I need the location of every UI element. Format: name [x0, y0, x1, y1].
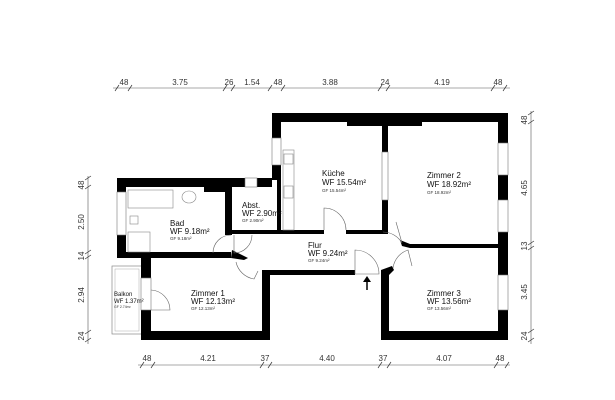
door-zimmer2: [382, 221, 403, 244]
room-name: Zimmer 3: [427, 289, 461, 298]
room-wf: WF 9.18m²: [170, 227, 210, 236]
room-gf: GF 18.92m²: [427, 190, 452, 195]
dim-label: 24: [520, 331, 529, 340]
dim-label: 48: [496, 354, 505, 363]
room-name: Abst.: [242, 201, 260, 210]
dim-label: 48: [143, 354, 152, 363]
room-gf: GF 13.56m²: [427, 306, 452, 311]
dim-label: 3.45: [520, 284, 529, 300]
dim-label: 4.21: [200, 354, 216, 363]
dimension-right: 48 4.65 13 3.45 24: [520, 110, 535, 344]
dim-label: 48: [494, 78, 503, 87]
dim-label: 26: [225, 78, 234, 87]
door-bad: [212, 234, 232, 254]
dim-label: 24: [381, 78, 390, 87]
dim-label: 3.75: [172, 78, 188, 87]
door-zimmer1: [235, 261, 259, 280]
room-wf: WF 18.92m²: [427, 180, 471, 189]
dim-label: 3.88: [322, 78, 338, 87]
balcony-outline: [111, 265, 143, 335]
dim-label: 1.54: [244, 78, 260, 87]
dim-label: 4.65: [520, 180, 529, 196]
fixtures: [127, 149, 295, 253]
door-balkon: [150, 289, 171, 311]
stove-icon: [283, 185, 294, 199]
room-bad: Bad WF 9.18m² GF 9.18m²: [170, 219, 210, 241]
room-name: Flur: [308, 241, 322, 250]
room-wf: WF 15.54m²: [322, 178, 366, 187]
sink-icon: [181, 190, 197, 204]
dim-label: 4.07: [436, 354, 452, 363]
room-name: Küche: [322, 169, 345, 178]
room-wf: WF 2.90m²: [242, 209, 282, 218]
room-gf: GF 2.90m²: [242, 218, 264, 223]
dim-label: 48: [520, 115, 529, 124]
dim-label: 4.40: [319, 354, 335, 363]
room-name: Zimmer 2: [427, 171, 461, 180]
dimension-left: 48 2.50 14 2.94 24: [77, 175, 92, 344]
room-gf: GF 15.54m²: [322, 188, 347, 193]
dim-label: 2.50: [77, 214, 86, 230]
room-gf: GF 9.18m²: [170, 236, 192, 241]
dim-label: 14: [77, 251, 86, 260]
dim-label: 4.19: [434, 78, 450, 87]
dim-label: 37: [261, 354, 270, 363]
room-name: Zimmer 1: [191, 289, 225, 298]
room-wf: WF 13.56m²: [427, 297, 471, 306]
dimension-top: 48 3.75 26 1.54 48 3.88 24 4.19 48: [113, 78, 510, 92]
room-zimmer2: Zimmer 2 WF 18.92m² GF 18.92m²: [427, 171, 471, 195]
door-kueche: [323, 207, 347, 231]
room-gf: GF 9.24m²: [308, 258, 330, 263]
toilet-icon: [129, 215, 139, 225]
dim-label: 37: [379, 354, 388, 363]
dim-label: 48: [274, 78, 283, 87]
room-zimmer1: Zimmer 1 WF 12.13m² GF 12.13m²: [191, 289, 235, 311]
bathtub-icon: [127, 189, 174, 209]
dim-label: 13: [520, 241, 529, 250]
room-kueche: Küche WF 15.54m² GF 15.54m²: [322, 169, 366, 193]
dim-label: 24: [77, 331, 86, 340]
arrow-up-icon: [363, 276, 371, 290]
room-gf: GF 2.74m²: [114, 305, 132, 309]
room-wf: WF 12.13m²: [191, 297, 235, 306]
door-zimmer3: [392, 249, 413, 269]
dim-label: 48: [120, 78, 129, 87]
room-abst: Abst. WF 2.90m² GF 2.90m²: [242, 201, 282, 223]
dim-label: 48: [77, 180, 86, 189]
room-wf: WF 9.24m²: [308, 249, 348, 258]
room-name: Balkon: [114, 292, 132, 298]
room-balkon: Balkon WF 1.37m² GF 2.74m²: [114, 292, 144, 309]
kitchen-sink-icon: [283, 153, 294, 165]
room-name: Bad: [170, 219, 184, 228]
dim-label: 2.94: [77, 287, 86, 303]
doors: [150, 207, 413, 311]
room-wf: WF 1.37m²: [114, 299, 144, 305]
door-entrance: [354, 249, 380, 275]
dimension-bottom: 48 4.21 37 4.40 37 4.07 48: [138, 354, 510, 369]
shower-icon: [127, 231, 151, 253]
room-flur: Flur WF 9.24m² GF 9.24m²: [308, 241, 348, 263]
windows: [116, 137, 509, 311]
door-abst: [233, 234, 253, 254]
room-gf: GF 12.13m²: [191, 306, 216, 311]
room-zimmer3: Zimmer 3 WF 13.56m² GF 13.56m²: [427, 289, 471, 311]
